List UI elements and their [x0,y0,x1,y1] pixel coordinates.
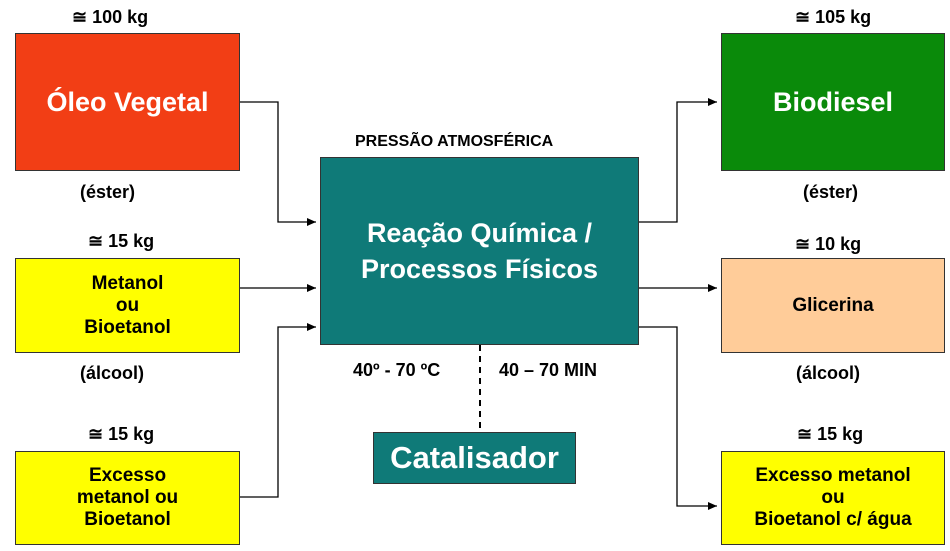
arrow-reactor-to-biodiesel [639,98,717,223]
alcohol-note: (álcool) [80,363,145,383]
excess-input-box: Excesso metanol ou Bioetanol [15,451,240,545]
temperature-label: 40º - 70 ºC [353,360,441,380]
excess-input-line-1: Excesso [88,465,167,486]
biodiesel-note: (éster) [803,182,859,202]
alcohol-box: Metanol ou Bioetanol [15,258,240,353]
alcohol-line-1: Metanol [91,272,164,294]
time-label: 40 – 70 MIN [499,360,598,380]
glycerin-box: Glicerina [721,258,945,353]
pressure-label: PRESSÃO ATMOSFÉRICA [355,133,554,150]
reactor-line-2: Processos Físicos [360,254,599,284]
oil-quantity: ≅ 100 kg [72,7,149,27]
biodiesel-quantity: ≅ 105 kg [795,7,872,27]
excess-output-box: Excesso metanol ou Bioetanol c/ água [721,451,945,545]
biodiesel-label: Biodiesel [772,86,894,117]
excess-output-line-3: Bioetanol c/ água [754,509,912,530]
excess-input-line-2: metanol ou [76,487,179,508]
oil-box: Óleo Vegetal [15,33,240,171]
reactor-box: Reação Química / Processos Físicos [320,157,639,345]
arrow-excess-to-reactor [240,323,316,498]
alcohol-line-2: ou [115,294,140,316]
catalyst-label: Catalisador [390,440,559,475]
excess-input-line-3: Bioetanol [84,509,171,530]
excess-output-line-2: ou [821,487,845,508]
glycerin-note: (álcool) [796,363,861,383]
arrow-oil-to-reactor [240,101,316,226]
excess-output-line-1: Excesso metanol [755,465,911,486]
excess-output-quantity: ≅ 15 kg [797,424,864,444]
biodiesel-box: Biodiesel [721,33,945,171]
catalyst-box: Catalisador [373,432,576,484]
glycerin-quantity: ≅ 10 kg [795,234,862,254]
oil-note: (éster) [80,182,136,202]
arrow-reactor-to-excess [639,326,717,510]
alcohol-line-3: Bioetanol [84,316,171,338]
oil-label: Óleo Vegetal [46,86,209,117]
reactor-line-1: Reação Química / [366,218,593,248]
glycerin-label: Glicerina [792,294,874,316]
alcohol-quantity: ≅ 15 kg [88,231,155,251]
excess-input-quantity: ≅ 15 kg [88,424,155,444]
